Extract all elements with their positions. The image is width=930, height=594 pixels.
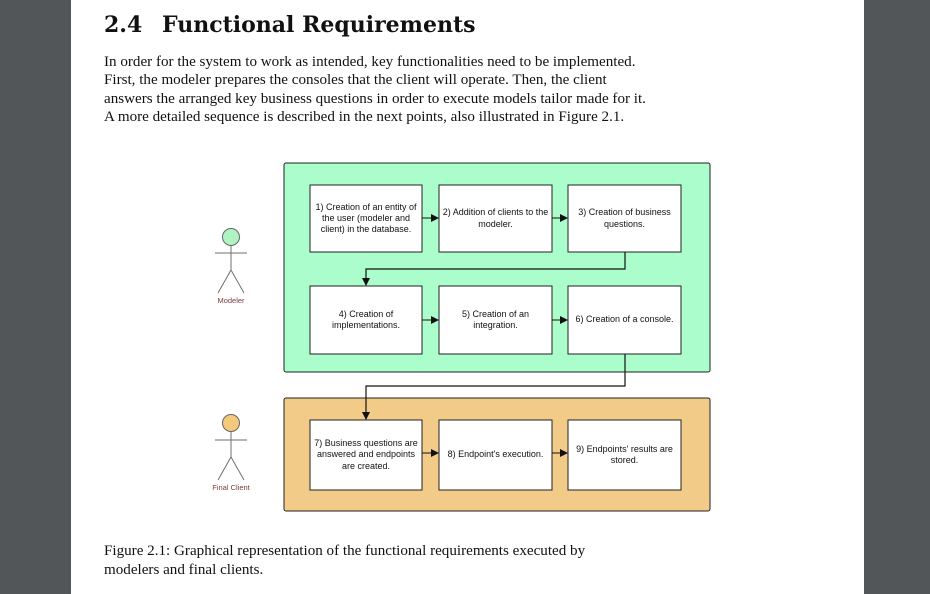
step-box-4 [309,285,423,355]
step-9-text: 9) Endpoints' results are stored. [576,443,673,465]
section-heading: 2.4 Functional Requirements [104,12,476,38]
step-4-text: 4) Creation of implementations. [331,308,401,330]
paragraph-line: First, the modeler prepares the consoles… [104,72,607,89]
step-box-9 [567,419,682,491]
step-7-text: 7) Business questions are answered and e… [314,438,418,471]
step-box-7 [309,419,423,491]
step-box-1 [309,184,423,253]
arrow-6-7 [362,354,626,420]
paragraph-line: In order for the system to work as inten… [104,54,636,70]
modeler-label: Modeler [217,296,245,305]
final-client-label: Final Client [212,483,250,492]
step-6-text: 6) Creation of a console. [575,314,674,325]
section-number: 2.4 [104,12,143,38]
step-2-text: 2) Addition of clients to the modeler. [442,207,549,229]
paragraph-line: A more detailed sequence is described in… [104,108,625,125]
step-box-3 [567,184,682,253]
step-8-text: 8) Endpoint's execution. [447,449,544,460]
figure-caption: Figure 2.1: Graphical representation of … [104,542,672,580]
step-5-text: 5) Creation of an integration. [461,308,530,330]
body-paragraph: In order for the system to work as inten… [104,53,672,126]
caption-line: Figure 2.1: Graphical representation of … [104,543,586,559]
caption-line: modelers and final clients. [104,562,264,578]
step-box-6 [567,285,682,355]
modeler-actor-icon [215,228,247,294]
section-title: Functional Requirements [162,12,476,38]
step-box-2 [438,184,553,253]
arrow-3-4 [362,252,626,286]
paragraph-line: answers the arranged key business questi… [104,90,646,107]
step-box-8 [438,419,553,491]
step-3-text: 3) Creation of business questions. [578,207,671,229]
client-actor-icon [215,414,247,481]
step-1-text: 1) Creation of an entity of the user (mo… [315,201,417,235]
step-box-5 [438,285,553,355]
